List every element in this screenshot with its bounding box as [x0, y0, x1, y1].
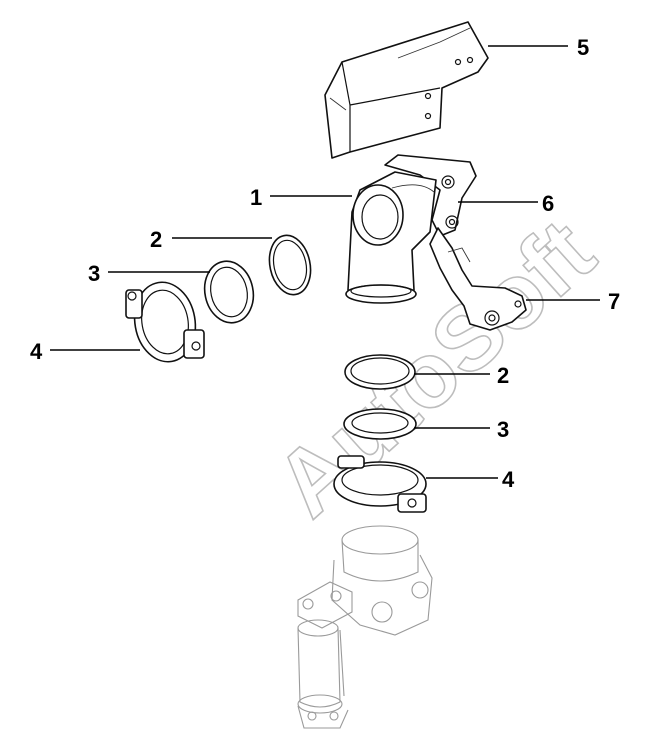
callout-6: 6	[542, 191, 554, 216]
callout-1: 1	[250, 185, 262, 210]
callout-5: 5	[577, 35, 589, 60]
gasket-ring-left	[203, 260, 255, 324]
callout-3-left: 3	[88, 261, 100, 286]
callout-4-left: 4	[30, 339, 43, 364]
heat-shield	[324, 21, 489, 159]
sealing-ring-left	[268, 234, 312, 296]
callout-2-right: 2	[497, 363, 509, 388]
callout-7: 7	[608, 289, 620, 314]
callout-2-left: 2	[150, 227, 162, 252]
sealing-ring-right	[344, 354, 416, 390]
reference-turbo-housing	[297, 525, 433, 729]
callout-3-right: 3	[497, 417, 509, 442]
callout-4-right: 4	[502, 467, 515, 492]
elbow-pipe	[345, 171, 437, 304]
v-band-clamp-left	[125, 281, 205, 363]
v-band-clamp-right	[333, 455, 427, 513]
support-bracket	[429, 227, 527, 331]
gasket-ring-right	[343, 408, 417, 440]
